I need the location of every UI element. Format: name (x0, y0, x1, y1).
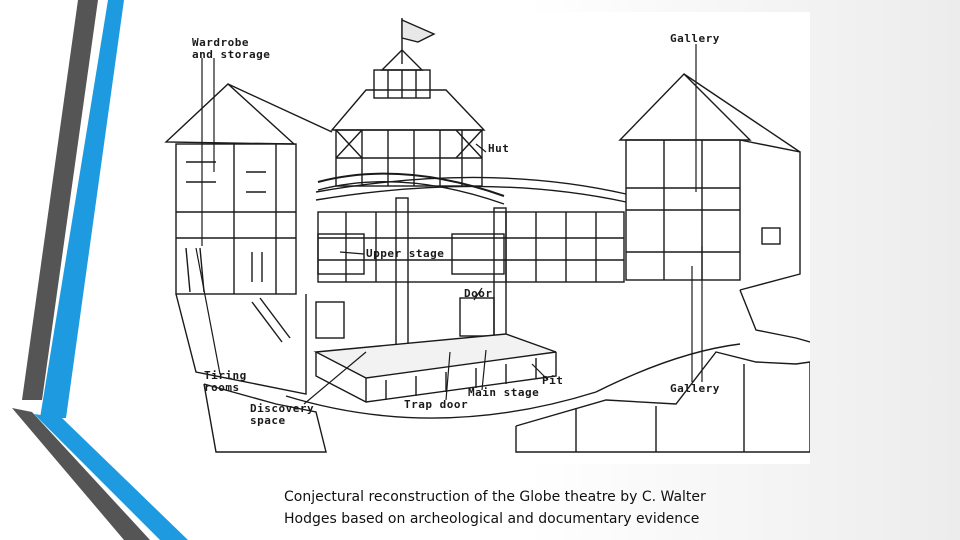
label-upper-stage: Upper stage (366, 247, 444, 260)
blue-stripe-diagonal (34, 414, 188, 540)
label-trap-door: Trap door (404, 398, 468, 411)
label-discovery-line2: space (250, 414, 286, 427)
blue-stripe-vertical (40, 0, 124, 418)
globe-cutaway-drawing: Wardrobe and storage Gallery Hut Upper s… (164, 18, 810, 453)
label-wardrobe-line2: and storage (192, 48, 270, 61)
label-hut: Hut (488, 142, 509, 155)
label-main-stage: Main stage (468, 386, 539, 399)
label-gallery-bottom: Gallery (670, 382, 720, 395)
label-gallery-top: Gallery (670, 32, 720, 45)
label-door: Door (464, 287, 493, 300)
globe-theatre-illustration: Wardrobe and storage Gallery Hut Upper s… (156, 12, 810, 464)
caption-line-1: Conjectural reconstruction of the Globe … (284, 489, 706, 505)
caption-line-2: Hodges based on archeological and docume… (284, 511, 700, 527)
dark-stripe-diagonal (12, 408, 150, 540)
slide-caption: Conjectural reconstruction of the Globe … (284, 486, 784, 530)
label-tiring-line1: Tiring (204, 369, 247, 382)
label-wardrobe-line1: Wardrobe (192, 36, 249, 49)
dark-stripe-vertical (22, 0, 98, 400)
label-tiring-line2: rooms (204, 381, 240, 394)
label-discovery-line1: Discovery (250, 402, 314, 415)
label-pit: Pit (542, 374, 563, 387)
